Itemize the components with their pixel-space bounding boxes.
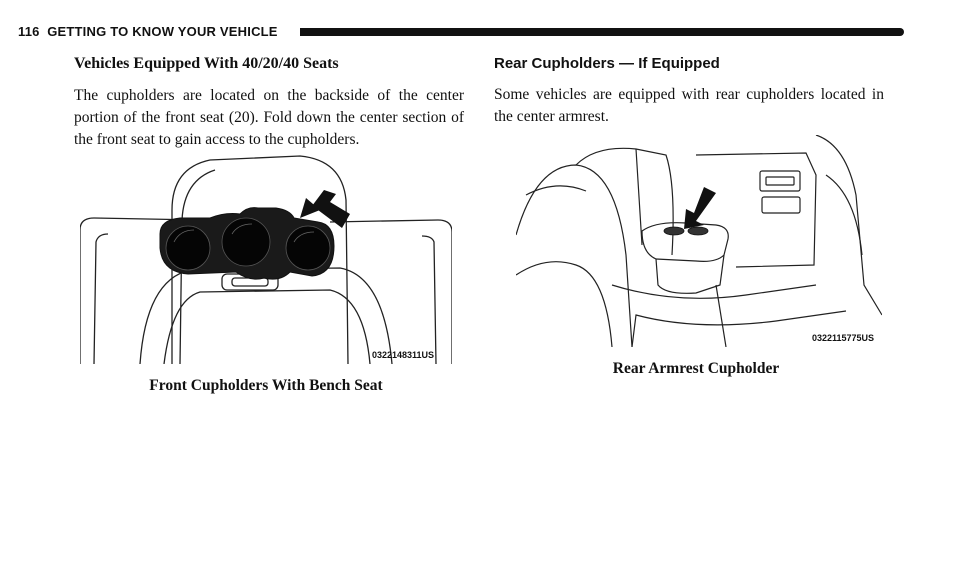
front-figure-code: 0322148311US <box>372 350 434 360</box>
left-column: Vehicles Equipped With 40/20/40 Seats Th… <box>74 55 464 151</box>
rear-armrest-drawing: 0322115775US <box>516 135 882 347</box>
right-column: Rear Cupholders — If Equipped Some vehic… <box>494 55 884 128</box>
page-header-text: 116 GETTING TO KNOW YOUR VEHICLE <box>18 24 278 39</box>
page-number: 116 <box>18 24 40 39</box>
left-heading: Vehicles Equipped With 40/20/40 Seats <box>74 55 339 72</box>
front-cupholders-drawing: 0322148311US <box>80 155 452 364</box>
front-cupholders-illustration: 0322148311US <box>80 150 452 364</box>
rear-figure-caption: Rear Armrest Cupholder <box>612 360 780 377</box>
header-rule <box>300 28 904 36</box>
left-paragraph: The cupholders are located on the backsi… <box>74 87 464 148</box>
section-title: GETTING TO KNOW YOUR VEHICLE <box>47 24 278 39</box>
rear-armrest-cupholder-illustration: 0322115775US <box>516 135 882 347</box>
rear-figure-code: 0322115775US <box>812 333 874 343</box>
front-figure-caption: Front Cupholders With Bench Seat <box>149 377 383 394</box>
right-paragraph: Some vehicles are equipped with rear cup… <box>494 86 884 125</box>
page-header: 116 GETTING TO KNOW YOUR VEHICLE <box>18 20 904 44</box>
right-heading: Rear Cupholders — If Equipped <box>494 55 720 72</box>
